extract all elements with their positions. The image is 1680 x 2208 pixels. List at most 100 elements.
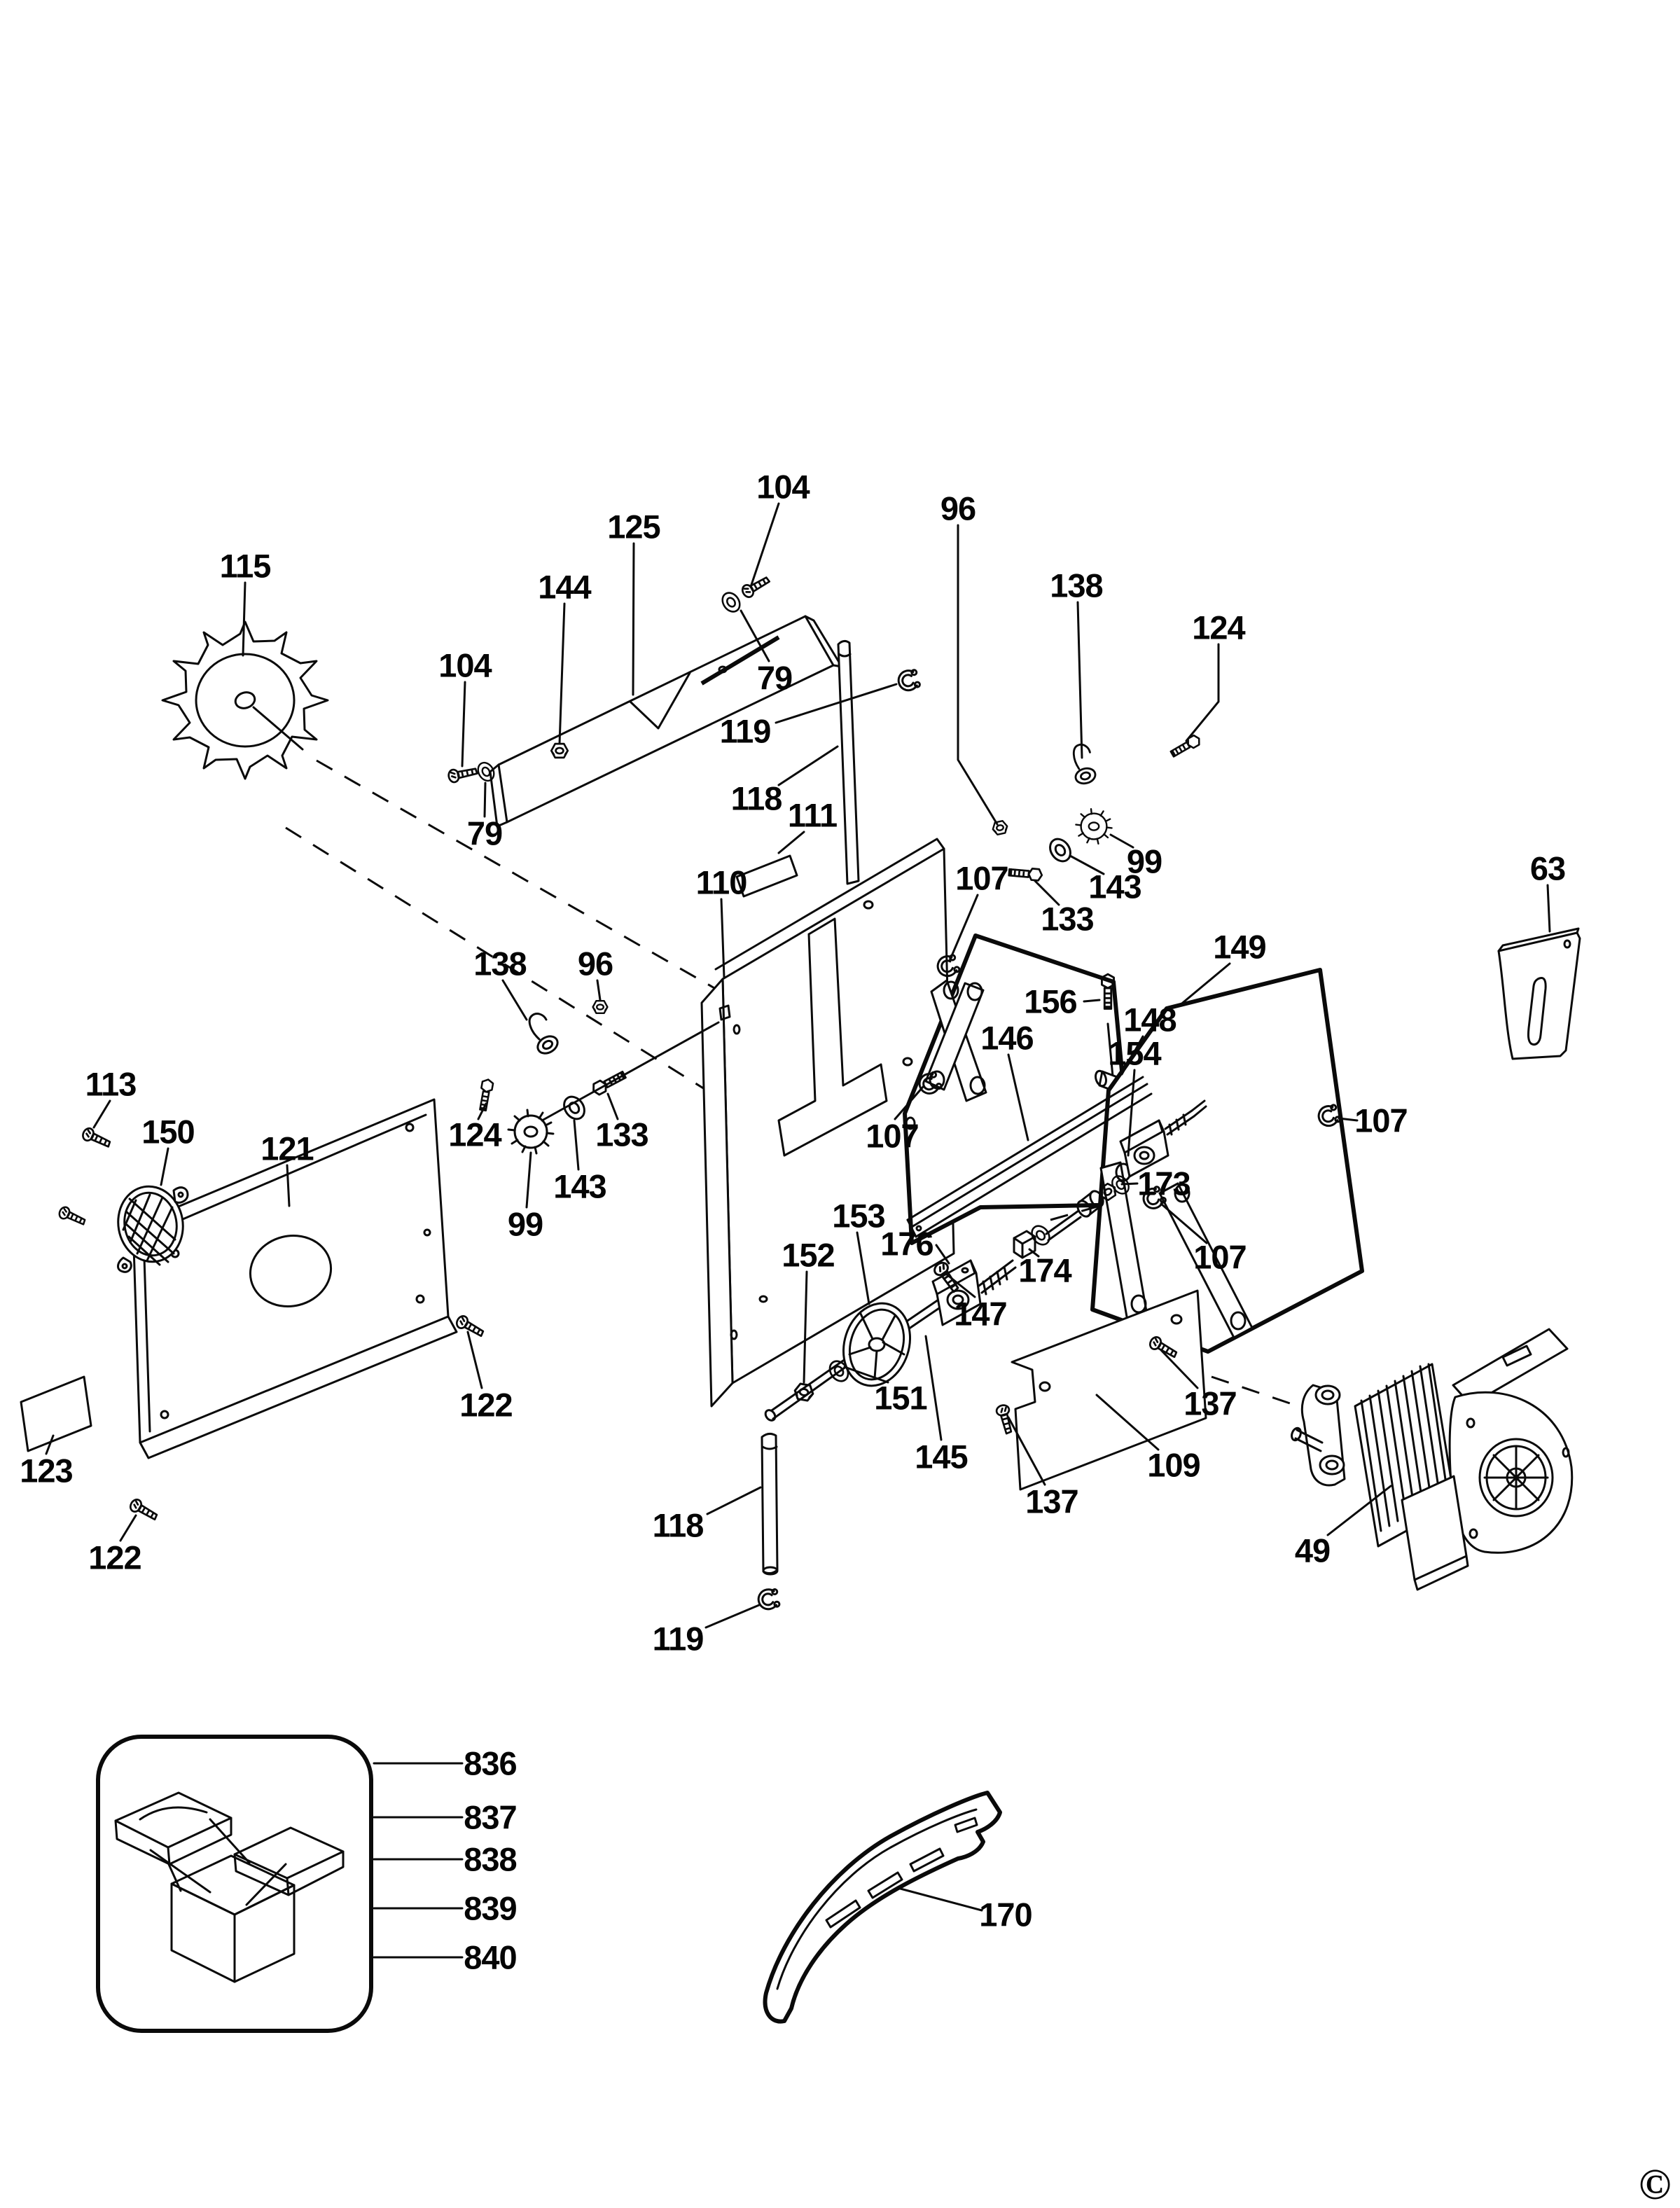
part-callout-107-34: 107 xyxy=(1338,1102,1408,1139)
callout-number: 79 xyxy=(757,660,792,697)
callout-number: 839 xyxy=(464,1890,516,1927)
callout-leader-line xyxy=(1069,854,1105,875)
part-callout-107-33: 107 xyxy=(866,1085,924,1155)
callout-number: 840 xyxy=(464,1939,516,1976)
callout-number: 138 xyxy=(1050,567,1102,604)
callout-number: 143 xyxy=(1088,868,1141,905)
callout-number: 63 xyxy=(1530,850,1565,887)
callout-leader-line xyxy=(856,1231,870,1305)
callout-number: 153 xyxy=(832,1197,884,1235)
part-callout-138-5: 138 xyxy=(1050,567,1104,759)
callout-leader-line xyxy=(704,1604,761,1629)
callout-leader-line xyxy=(1083,999,1101,1003)
part-callout-113-26: 113 xyxy=(85,1066,137,1129)
adjuster-173 xyxy=(1076,1172,1133,1218)
part-callout-123-47: 123 xyxy=(20,1434,74,1490)
callout-number: 837 xyxy=(464,1799,516,1836)
callout-number: 107 xyxy=(866,1118,918,1155)
part-callout-110-13: 110 xyxy=(696,864,747,979)
label-plate xyxy=(735,854,798,898)
callout-leader-line xyxy=(1326,1485,1392,1536)
toolbox-illustration xyxy=(114,1791,345,1983)
callout-number: 104 xyxy=(438,647,492,684)
callout-leader-line xyxy=(632,542,635,696)
callout-number: 144 xyxy=(538,569,591,606)
part-callout-149-19: 149 xyxy=(1178,929,1267,1007)
part-callout-99-16: 99 xyxy=(1109,833,1162,880)
part-callout-133-30: 133 xyxy=(595,1092,649,1153)
part-callout-840-57: 840 xyxy=(373,1939,518,1976)
callout-number: 49 xyxy=(1295,1532,1330,1569)
part-callout-119-52: 119 xyxy=(653,1604,761,1658)
part-callout-107-14: 107 xyxy=(948,860,1009,962)
callout-leader-line xyxy=(1338,1117,1359,1122)
callout-leader-line xyxy=(286,1164,291,1207)
copyright-symbol: © xyxy=(1639,2161,1671,2208)
trunnion-bracket xyxy=(1090,968,1364,1354)
callout-number: 150 xyxy=(141,1113,194,1151)
callout-number: 118 xyxy=(731,780,782,817)
callout-number: 143 xyxy=(553,1168,606,1205)
callout-number: 124 xyxy=(1192,609,1245,646)
callout-leader-line xyxy=(1160,1202,1208,1244)
callout-number: 99 xyxy=(508,1206,543,1243)
part-callout-143-15: 143 xyxy=(1069,854,1142,905)
callout-number: 118 xyxy=(653,1507,704,1544)
callout-leader-line xyxy=(775,683,898,724)
callout-number: 838 xyxy=(464,1841,516,1878)
callout-leader-line xyxy=(1127,1069,1136,1157)
callout-leader-line xyxy=(1095,1394,1160,1451)
rail xyxy=(906,1076,1153,1238)
part-callout-176-38: 176 xyxy=(880,1225,950,1265)
callout-leader-line xyxy=(1028,1248,1040,1258)
callout-number: 170 xyxy=(979,1896,1032,1933)
support-rod-lower xyxy=(756,1432,782,1612)
part-callout-118-51: 118 xyxy=(653,1486,762,1544)
callout-number: 99 xyxy=(1127,843,1162,880)
part-callout-79-9: 79 xyxy=(467,782,503,852)
callout-number: 119 xyxy=(720,713,771,750)
callout-number: 111 xyxy=(788,797,837,834)
guard-bracket xyxy=(1497,927,1581,1060)
callout-number: 107 xyxy=(1354,1102,1407,1139)
callout-number: 115 xyxy=(220,548,271,585)
callout-number: 137 xyxy=(1025,1483,1078,1520)
part-callout-138-24: 138 xyxy=(473,945,528,1021)
part-callout-63-18: 63 xyxy=(1530,850,1566,933)
callout-leader-line xyxy=(740,609,770,662)
part-callout-153-36: 153 xyxy=(832,1197,886,1305)
callout-number: 146 xyxy=(980,1020,1033,1057)
part-callout-121-28: 121 xyxy=(261,1130,314,1207)
callout-number: 836 xyxy=(464,1745,516,1782)
callout-number: 113 xyxy=(85,1066,137,1103)
part-callout-151-42: 151 xyxy=(843,1366,928,1417)
callout-leader-line xyxy=(501,979,528,1021)
callout-leader-line xyxy=(242,581,247,657)
part-callout-143-31: 143 xyxy=(553,1119,607,1205)
callout-leader-line xyxy=(1546,884,1551,933)
part-callout-137-48: 137 xyxy=(1007,1416,1079,1520)
part-callout-154-23: 154 xyxy=(1108,1035,1162,1157)
part-callout-146-22: 146 xyxy=(980,1020,1034,1141)
callout-number: 122 xyxy=(459,1387,512,1424)
callout-leader-line xyxy=(777,745,839,786)
part-callout-99-32: 99 xyxy=(508,1151,543,1243)
callout-leader-line xyxy=(92,1099,111,1129)
part-callout-837-54: 837 xyxy=(373,1799,518,1836)
callout-leader-line xyxy=(461,681,466,768)
callout-leader-line xyxy=(596,979,602,1001)
part-callout-152-37: 152 xyxy=(782,1237,835,1384)
callout-leader-line xyxy=(606,1092,619,1120)
callout-leader-line xyxy=(720,898,726,979)
blade-guard xyxy=(763,1791,1002,2024)
callout-number: 107 xyxy=(1193,1239,1246,1276)
callout-number: 173 xyxy=(1137,1165,1190,1202)
callout-number: 109 xyxy=(1147,1447,1200,1484)
part-callout-173-35: 173 xyxy=(1120,1165,1191,1202)
part-callout-150-27: 150 xyxy=(141,1113,195,1186)
callout-leader-line xyxy=(1007,1053,1029,1141)
callout-number: 149 xyxy=(1213,929,1265,966)
part-callout-49-50: 49 xyxy=(1295,1485,1392,1569)
callout-number: 79 xyxy=(467,815,502,852)
